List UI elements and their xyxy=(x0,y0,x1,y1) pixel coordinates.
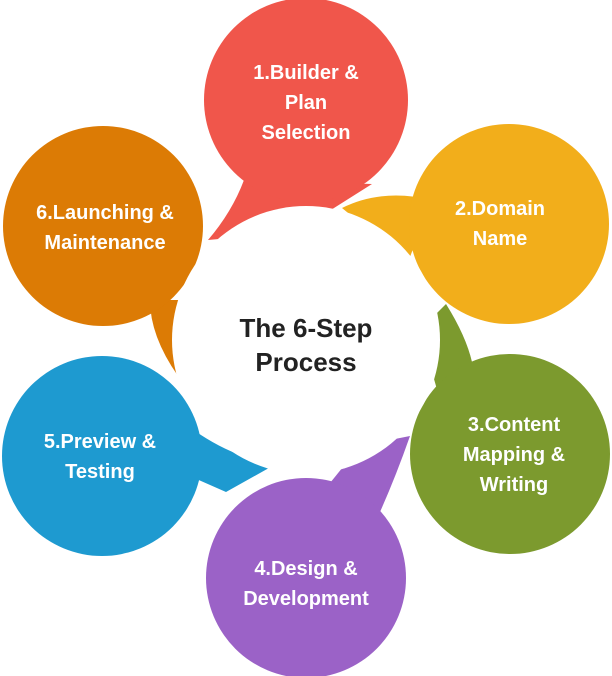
step-4-label: 4.Design & Development xyxy=(243,558,369,610)
step-2-circle xyxy=(409,124,609,324)
step-4-circle xyxy=(206,478,406,676)
diagram-title: The 6-Step Process xyxy=(239,313,373,377)
step-2-label: 2.Domain Name xyxy=(454,198,546,250)
center-circle xyxy=(172,206,440,474)
step-5-label: 5.Preview & Testing xyxy=(43,431,157,483)
step-3-circle xyxy=(410,354,610,554)
step-6-circle xyxy=(3,126,203,326)
step-6-label: 6.Launching & Maintenance xyxy=(36,202,174,254)
step-5-circle xyxy=(2,356,202,556)
step-1-circle xyxy=(204,0,408,202)
step-2-tail xyxy=(342,195,432,262)
step-3-label: 3.Content Mapping & Writing xyxy=(462,414,566,496)
step-1-label: 1.Builder & Plan Selection xyxy=(253,62,359,144)
